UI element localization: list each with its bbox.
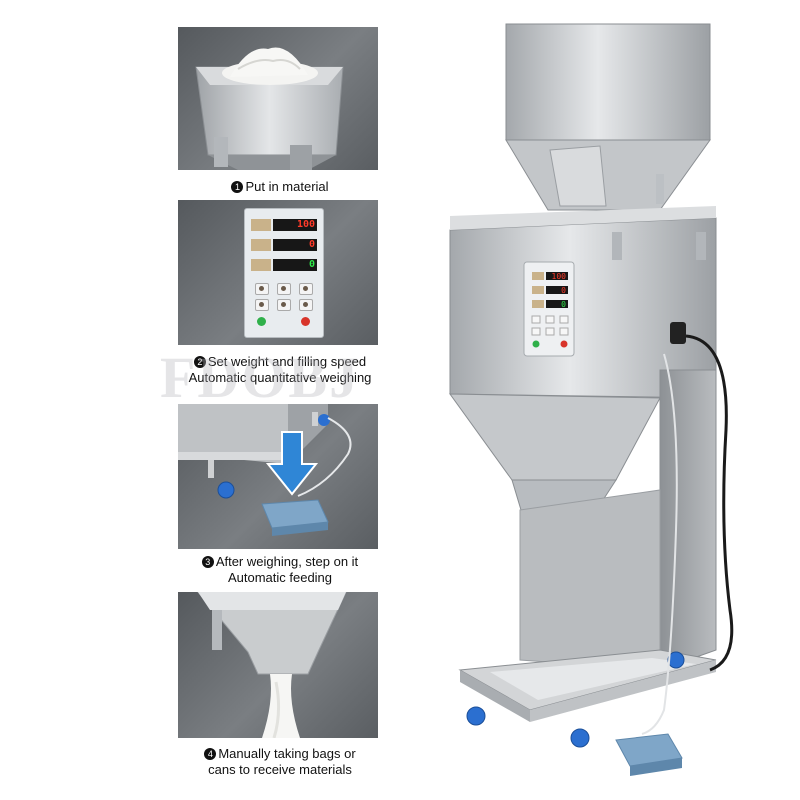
- panel-button: [277, 283, 291, 295]
- step-3-number: 3: [201, 556, 214, 568]
- start-button-green: [257, 317, 266, 326]
- control-panel: 100 0 0: [244, 208, 324, 338]
- step-2-number: 2: [193, 356, 206, 368]
- step-2-line-2: Automatic quantitative weighing: [188, 370, 372, 385]
- speed-display: 0: [273, 239, 317, 251]
- panel-button: [255, 283, 269, 295]
- svg-text:100: 100: [552, 272, 567, 281]
- step-4-line-2: cans to receive materials: [208, 762, 352, 777]
- count-display: 0: [273, 259, 317, 271]
- weight-display: 100: [273, 219, 317, 231]
- step-1-number: 1: [231, 181, 244, 193]
- step-4-image: [178, 592, 378, 738]
- svg-text:0: 0: [561, 286, 566, 295]
- step-2-line-1: Set weight and filling speed: [207, 354, 367, 369]
- step-2-image: 100 0 0: [178, 200, 378, 345]
- foot-pedal-illustration: [178, 404, 352, 536]
- filling-machine-illustration: 100 0 0: [449, 23, 734, 776]
- down-arrow-icon: [265, 431, 319, 496]
- svg-text:0: 0: [561, 300, 566, 309]
- hopper-with-powder-illustration: [195, 47, 344, 170]
- stop-button-red: [301, 317, 310, 326]
- step-3-line-1: After weighing, step on it: [215, 554, 359, 569]
- step-3-image: [178, 404, 378, 549]
- panel-button: [299, 299, 313, 311]
- step-1-image: [178, 27, 378, 170]
- step-3-line-2: Automatic feeding: [227, 570, 333, 585]
- powder-outlet-illustration: [197, 592, 347, 738]
- panel-button: [277, 299, 291, 311]
- panel-button: [299, 283, 313, 295]
- panel-button: [255, 299, 269, 311]
- step-4-line-1: Manually taking bags or: [218, 746, 356, 761]
- step-4-number: 4: [204, 748, 217, 760]
- step-1-line-1: Put in material: [245, 179, 329, 194]
